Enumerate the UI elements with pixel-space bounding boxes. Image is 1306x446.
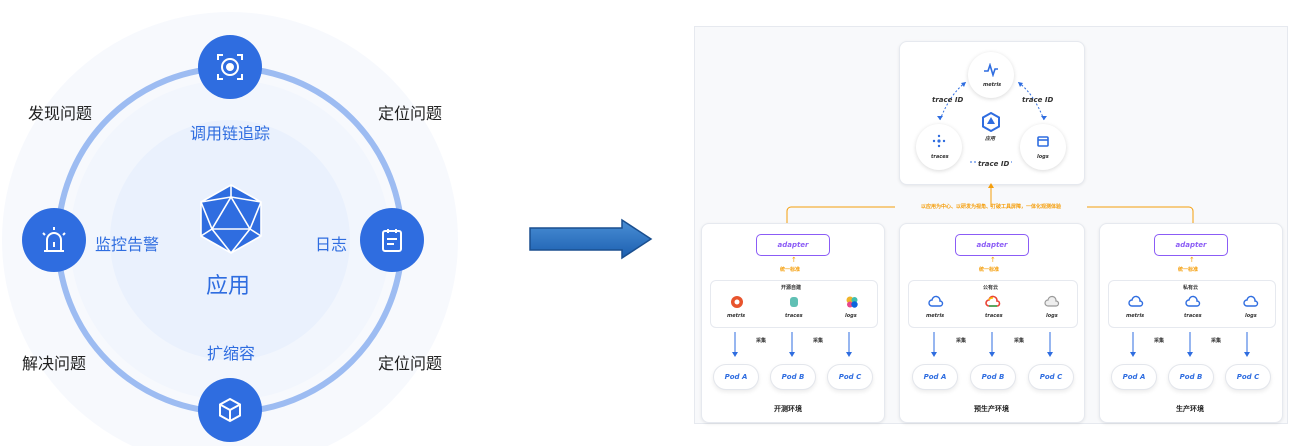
- label-monitor: 监控告警: [95, 235, 160, 254]
- top-app-card: metris traces logs 应用 trace ID: [899, 41, 1085, 185]
- cloud-icon: [1128, 295, 1144, 307]
- source-card: 私有云 metris traces logs: [1108, 280, 1276, 328]
- label-log: 日志: [315, 235, 348, 254]
- env-panel-prod: adapter ↑ 统一标准 私有云 metris traces logs 采集…: [1099, 223, 1283, 423]
- collect-arrows: [1130, 332, 1250, 357]
- logs-node[interactable]: logs: [1020, 124, 1066, 170]
- pod-b[interactable]: Pod B: [770, 364, 816, 390]
- pod-b[interactable]: Pod B: [970, 364, 1016, 390]
- source-traces: traces: [985, 313, 1003, 319]
- sparkle-icon: [932, 134, 946, 148]
- trace-id-bottom: trace ID: [976, 160, 1012, 168]
- log-node[interactable]: [360, 208, 424, 272]
- collect-label-2: 采集: [1211, 338, 1222, 344]
- alert-node[interactable]: [22, 208, 86, 272]
- adapter-box[interactable]: adapter: [1154, 234, 1228, 256]
- grafana-icon: [731, 296, 743, 308]
- app-small-icon: [982, 112, 1000, 132]
- collect-arrows: [732, 332, 852, 357]
- env-name: 开测环境: [774, 405, 802, 413]
- trace-node[interactable]: [198, 35, 262, 99]
- collect-label-2: 采集: [1014, 338, 1025, 344]
- source-card: 开源自建 metris traces logs: [710, 280, 878, 328]
- right-diagram: metris traces logs 应用 trace ID: [694, 26, 1288, 424]
- unify-arrow: ↑: [1189, 256, 1195, 264]
- source-metrics: metris: [727, 313, 746, 319]
- source-logs: logs: [845, 313, 857, 319]
- label-trace: 调用链追踪: [190, 124, 271, 143]
- banner-connector: [786, 183, 1194, 225]
- pulse-icon: [984, 63, 998, 77]
- elastic-icon: [846, 296, 858, 308]
- pod-b[interactable]: Pod B: [1168, 364, 1214, 390]
- env-panel-staging: adapter ↑ 统一标准 公有云 metris traces logs 采集…: [899, 223, 1085, 423]
- app-hexagon-icon: [200, 184, 262, 254]
- source-logs: logs: [1245, 313, 1257, 319]
- logs-label: logs: [1037, 154, 1049, 160]
- label-locate-bottom: 定位问题: [378, 354, 443, 373]
- env-name: 预生产环境: [974, 405, 1009, 413]
- cloud-icon: [928, 295, 944, 307]
- source-traces: traces: [1184, 313, 1202, 319]
- trace-id-left: trace ID: [932, 96, 964, 104]
- unify-arrow: ↑: [791, 256, 797, 264]
- traces-node[interactable]: traces: [916, 124, 962, 170]
- pod-a[interactable]: Pod A: [713, 364, 759, 390]
- collect-label-1: 采集: [956, 338, 967, 344]
- trace-id-right: trace ID: [1022, 96, 1054, 104]
- grey-cloud-icon: [1044, 295, 1060, 307]
- label-locate-top: 定位问题: [378, 104, 443, 123]
- cloud-icon: [1243, 295, 1259, 307]
- collect-label-2: 采集: [813, 338, 824, 344]
- source-title: 私有云: [1183, 285, 1199, 291]
- jaeger-icon: [790, 297, 798, 307]
- collect-arrows: [931, 332, 1053, 357]
- collect-label-1: 采集: [1154, 338, 1165, 344]
- pod-a[interactable]: Pod A: [1111, 364, 1157, 390]
- pod-c[interactable]: Pod C: [1028, 364, 1074, 390]
- left-diagram: 应用: [0, 0, 470, 446]
- pod-c[interactable]: Pod C: [1225, 364, 1271, 390]
- source-card: 公有云 metris traces logs: [908, 280, 1078, 328]
- traces-label: traces: [931, 154, 949, 160]
- source-metrics: metris: [1126, 313, 1145, 319]
- label-scale: 扩缩容: [207, 344, 256, 363]
- transition-arrow: [529, 218, 653, 260]
- metrics-node[interactable]: metris: [968, 52, 1014, 98]
- collect-label-1: 采集: [756, 338, 767, 344]
- app-small-label: 应用: [985, 136, 996, 142]
- google-cloud-icon: [985, 295, 1001, 307]
- cube-icon: [219, 397, 241, 423]
- source-traces: traces: [785, 313, 803, 319]
- unify-label: 统一标准: [1178, 267, 1199, 273]
- source-title: 公有云: [983, 285, 999, 291]
- center-label: 应用: [206, 274, 251, 299]
- unify-arrow: ↑: [990, 256, 996, 264]
- unify-label: 统一标准: [780, 267, 801, 273]
- source-logs: logs: [1046, 313, 1058, 319]
- label-discover: 发现问题: [28, 104, 93, 123]
- calendar-icon: [1037, 136, 1049, 147]
- target-icon: [217, 54, 243, 80]
- pod-c[interactable]: Pod C: [827, 364, 873, 390]
- metrics-label: metris: [983, 82, 1002, 88]
- env-panel-dev: adapter ↑ 统一标准 开源自建 metris traces logs 采…: [701, 223, 885, 423]
- banner-text: 以应用为中心、以研发为视角、打破工具屏障，一体化观测体验: [920, 204, 1061, 210]
- source-metrics: metris: [926, 313, 945, 319]
- source-title: 开源自建: [781, 285, 802, 291]
- unify-label: 统一标准: [979, 267, 1000, 273]
- document-icon: [382, 229, 402, 252]
- cloud-icon: [1185, 295, 1201, 307]
- label-solve: 解决问题: [22, 354, 87, 373]
- env-name: 生产环境: [1176, 405, 1204, 413]
- pod-a[interactable]: Pod A: [912, 364, 958, 390]
- scale-node[interactable]: [198, 378, 262, 442]
- alarm-light-icon: [42, 227, 66, 252]
- adapter-box[interactable]: adapter: [955, 234, 1029, 256]
- adapter-box[interactable]: adapter: [756, 234, 830, 256]
